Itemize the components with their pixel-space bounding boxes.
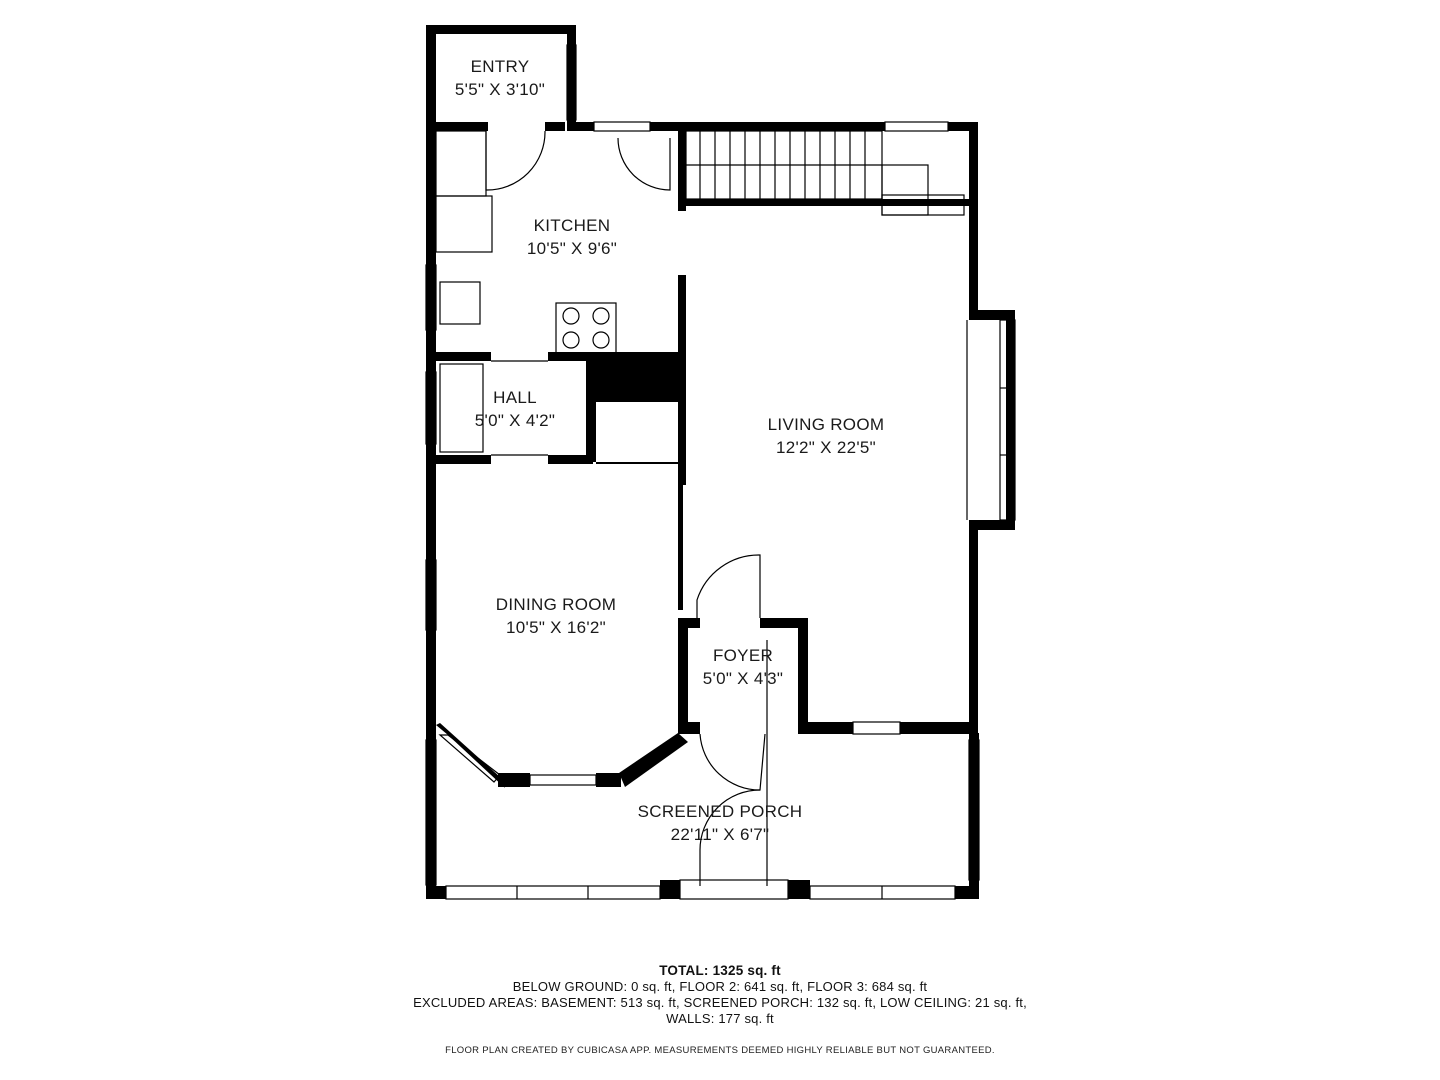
room-name: LIVING ROOM xyxy=(767,415,885,434)
room-name: DINING ROOM xyxy=(495,595,617,614)
room-dims: 22'11" X 6'7" xyxy=(670,825,770,844)
excluded-areas: EXCLUDED AREAS: BASEMENT: 513 sq. ft, SC… xyxy=(413,995,1027,1010)
room-name: KITCHEN xyxy=(533,216,611,235)
room-dims: 5'5" X 3'10" xyxy=(454,80,546,99)
walls xyxy=(426,25,1015,899)
windows-and-fixtures xyxy=(425,44,1016,900)
room-dims: 10'5" X 16'2" xyxy=(506,618,606,637)
room-label-dining: DINING ROOM 10'5" X 16'2" xyxy=(496,593,616,639)
room-label-living: LIVING ROOM 12'2" X 22'5" xyxy=(768,413,885,459)
floor-breakdown: BELOW GROUND: 0 sq. ft, FLOOR 2: 641 sq.… xyxy=(512,979,928,994)
room-label-foyer: FOYER 5'0" X 4'3" xyxy=(703,644,783,690)
room-label-kitchen: KITCHEN 10'5" X 9'6" xyxy=(527,214,617,260)
room-name: SCREENED PORCH xyxy=(637,802,803,821)
room-dims: 5'0" X 4'3" xyxy=(702,669,784,688)
disclaimer: FLOOR PLAN CREATED BY CUBICASA APP. MEAS… xyxy=(445,1045,995,1056)
room-dims: 12'2" X 22'5" xyxy=(776,438,876,457)
room-label-entry: ENTRY 5'5" X 3'10" xyxy=(455,55,545,101)
room-dims: 5'0" X 4'2" xyxy=(474,411,556,430)
room-label-porch: SCREENED PORCH 22'11" X 6'7" xyxy=(638,800,803,846)
room-name: HALL xyxy=(493,388,537,407)
room-name: ENTRY xyxy=(470,57,530,76)
walls-area: WALLS: 177 sq. ft xyxy=(666,1011,774,1026)
room-name: FOYER xyxy=(712,646,774,665)
room-dims: 10'5" X 9'6" xyxy=(526,239,618,258)
total-area: TOTAL: 1325 sq. ft xyxy=(659,963,781,978)
area-summary: TOTAL: 1325 sq. ft BELOW GROUND: 0 sq. f… xyxy=(0,963,1440,1027)
room-label-hall: HALL 5'0" X 4'2" xyxy=(475,386,555,432)
